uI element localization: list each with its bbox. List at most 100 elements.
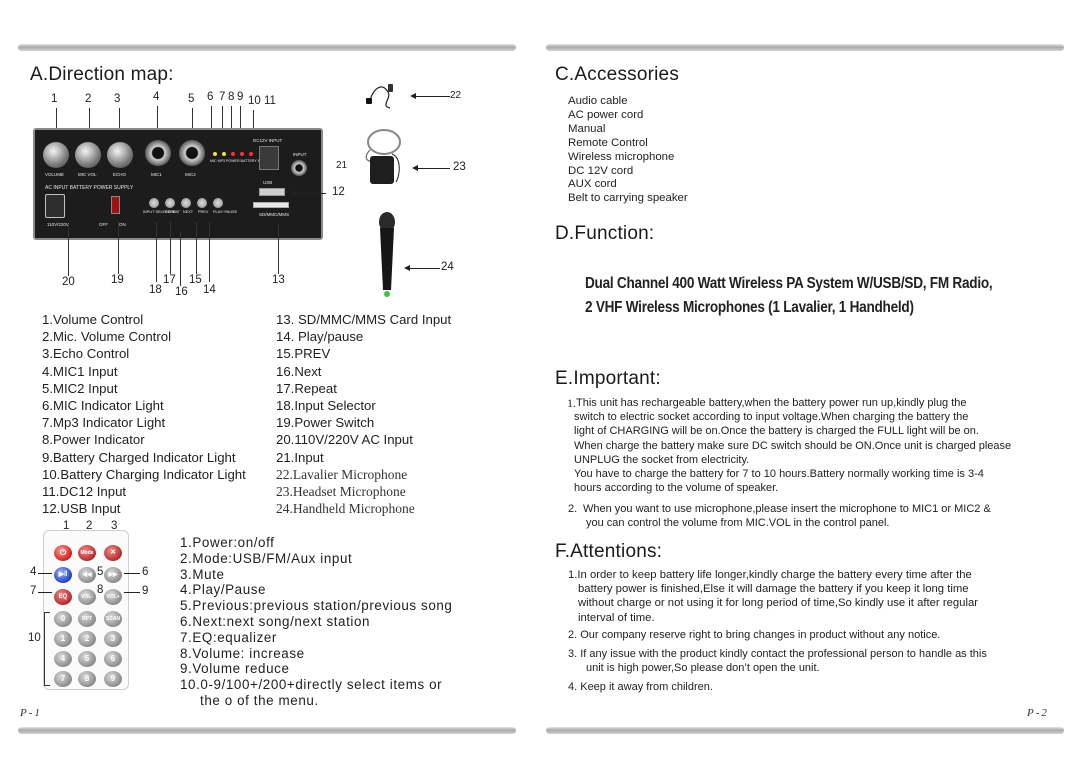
- callout-12: 12: [332, 186, 345, 198]
- panel-label-prev: PREV: [198, 210, 209, 214]
- section-e-title: E.Important:: [555, 368, 661, 389]
- leader-19: [118, 222, 119, 274]
- attention-item-2: 2. Our company reserve right to bring ch…: [568, 629, 941, 641]
- callout-10: 10: [248, 95, 261, 107]
- battery-charging-led: [249, 152, 253, 156]
- remote-control-image: ⏻ Mode ✕ ▶‖ ◀◀ ▶▶ EQ VOL- VOL+ 0 RPT SCA…: [43, 530, 129, 690]
- list-item: 8.Volume: increase: [180, 645, 305, 661]
- list-item: 6.MIC Indicator Light: [42, 398, 164, 414]
- digit-6-button: 6: [104, 651, 122, 667]
- list-item: 8.Power Indicator: [42, 432, 145, 448]
- bottom-divider-left: [18, 727, 516, 734]
- section-c-title: C.Accessories: [555, 64, 680, 85]
- arrowhead-24: [404, 265, 410, 271]
- leader-14: [209, 222, 210, 282]
- paragraph-line: 1.In order to keep battery life longer,k…: [568, 569, 972, 581]
- callout-3: 3: [114, 93, 121, 105]
- mode-button: Mode: [78, 545, 96, 561]
- mute-icon: ✕: [104, 545, 122, 561]
- callout-14: 14: [203, 284, 216, 296]
- next-button: [181, 198, 191, 208]
- list-item: 3.Echo Control: [42, 346, 130, 362]
- list-item: 23.Headset Microphone: [276, 484, 406, 500]
- leader-8: [231, 106, 232, 136]
- aux-input-jack: [291, 160, 307, 176]
- led-labels: MIC MP3 POWER BATTERY BATTERY: [210, 159, 274, 163]
- scan-button: SCAN: [104, 611, 122, 627]
- page-number-1: P-1: [20, 707, 42, 719]
- volume-down-button: VOL-: [78, 589, 96, 605]
- arrow-22: [412, 96, 450, 97]
- digit-9-button: 9: [104, 671, 122, 687]
- callout-1: 1: [51, 93, 58, 105]
- accessories-list: Audio cable AC power cord Manual Remote …: [568, 95, 688, 206]
- bottom-divider-right: [546, 727, 1064, 734]
- list-item: 1.Power:on/off: [180, 535, 275, 550]
- leader-3: [119, 108, 120, 138]
- list-item: 3.Mute: [180, 566, 225, 582]
- panel-label-echo: ECHO: [113, 172, 127, 177]
- panel-label-off: OFF: [99, 222, 108, 227]
- remote-callout-8: 8: [97, 584, 104, 596]
- important-item-1: 1. This unit has rechargeable battery,wh…: [567, 396, 1011, 495]
- panel-label-repeat: REPEAT: [165, 210, 180, 214]
- remote-callout-5: 5: [97, 566, 104, 578]
- paragraph-line: When charge the battery make sure DC swi…: [574, 439, 1012, 452]
- list-item: 12.USB Input: [42, 501, 121, 517]
- mic2-jack: [179, 140, 205, 166]
- list-item: DC 12V cord: [568, 164, 634, 177]
- list-item: 17.Repeat: [276, 380, 337, 396]
- power-icon: ⏻: [54, 545, 72, 561]
- arrow-remote-4: [38, 573, 52, 574]
- top-divider-right: [546, 44, 1064, 51]
- panel-label-input: INPUT: [293, 152, 307, 157]
- arrow-23: [414, 168, 450, 169]
- callout-13: 13: [272, 274, 285, 286]
- arrow-12: [292, 193, 326, 194]
- callout-22: 22: [450, 90, 462, 101]
- paragraph-line: unit is high power,So please don’t open …: [586, 662, 820, 675]
- list-item: Wireless microphone: [568, 150, 675, 163]
- power-switch: [111, 196, 120, 214]
- leader-15: [196, 222, 197, 274]
- list-item: 14. Play/pause: [276, 329, 364, 345]
- list-item: Belt to carrying speaker: [568, 192, 688, 205]
- digit-3-button: 3: [104, 631, 122, 647]
- leader-20: [68, 224, 69, 276]
- arrowhead-23: [412, 165, 418, 171]
- remote-callout-4: 4: [30, 566, 37, 578]
- paragraph-line: This unit has rechargeable battery,when …: [576, 397, 967, 409]
- list-item: 4.MIC1 Input: [42, 363, 118, 379]
- important-2-number: 2.: [568, 503, 578, 515]
- panel-label-input-selector: INPUT SELECTOR: [143, 210, 176, 214]
- remote-callout-10: 10: [28, 632, 41, 644]
- remote-callout-9: 9: [142, 585, 149, 597]
- remote-callout-2: 2: [86, 520, 93, 532]
- important-item-2: 2. When you want to use microphone,pleas…: [568, 502, 991, 530]
- dc-input-switch: [259, 146, 279, 170]
- callout-8: 8: [228, 91, 235, 103]
- leader-6: [211, 106, 212, 136]
- leader-17: [170, 222, 171, 274]
- callout-19: 19: [111, 274, 124, 286]
- arrow-remote-6: [124, 573, 140, 574]
- list-item: 19.Power Switch: [276, 415, 375, 431]
- arrow-24: [406, 268, 440, 269]
- mp3-led: [222, 152, 226, 156]
- volume-up-button: VOL+: [104, 589, 122, 605]
- paragraph-line: light of CHARGING will be on.Once the ba…: [574, 425, 979, 438]
- paragraph-line: interval of time.: [578, 611, 655, 624]
- play-pause-button: [213, 198, 223, 208]
- callout-24: 24: [441, 261, 454, 273]
- leader-10: [253, 110, 254, 134]
- leader-18: [156, 222, 157, 282]
- paragraph-line: You have to charge the battery for 7 to …: [574, 468, 984, 481]
- prev-button: [197, 198, 207, 208]
- attention-item-4: 4. Keep it away from children.: [568, 681, 713, 693]
- important-1-number: 1.: [567, 396, 576, 410]
- digit-4-button: 4: [54, 651, 72, 667]
- leader-1: [56, 108, 57, 130]
- paragraph-line: UNPLUG the socket from electricity.: [574, 453, 750, 466]
- remote-callout-1: 1: [63, 520, 70, 532]
- leader-7: [222, 106, 223, 136]
